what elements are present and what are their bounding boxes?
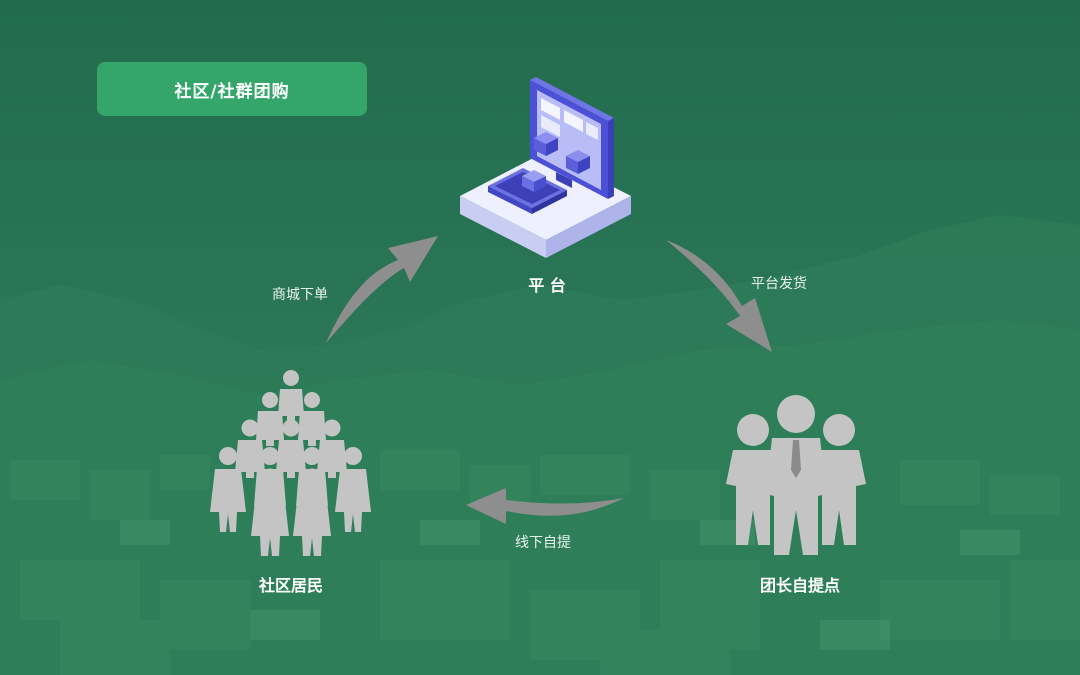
flow-ship-label: 平台发货 <box>751 276 807 292</box>
computer-platform-icon <box>460 77 631 258</box>
residents-label: 社区居民 <box>258 576 323 595</box>
title-badge: 社区/社群团购 <box>97 62 367 116</box>
flow-order-label: 商城下单 <box>272 287 328 303</box>
group-leaders-icon <box>726 395 866 555</box>
title-text: 社区/社群团购 <box>174 81 290 102</box>
arrow-order <box>326 236 438 343</box>
pickup-label: 团长自提点 <box>759 576 840 595</box>
crowd-icon <box>210 370 371 556</box>
arrow-ship <box>666 240 772 352</box>
flow-pickup-label: 线下自提 <box>515 535 571 551</box>
platform-label: 平 台 <box>528 276 566 295</box>
arrow-pickup <box>466 488 624 524</box>
